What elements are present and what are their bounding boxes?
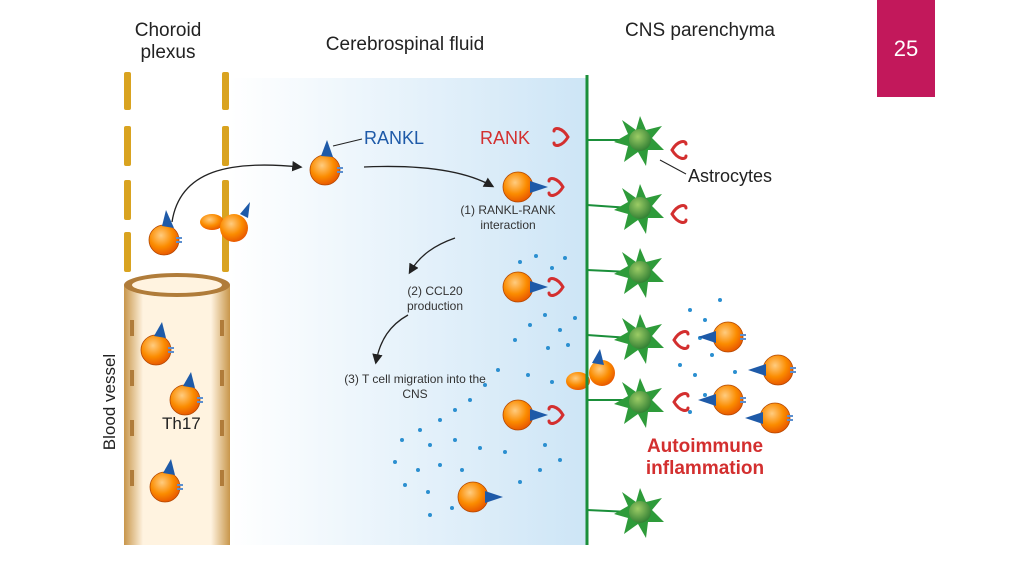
rank-receptor [670,140,688,160]
migrating-cell [566,349,615,390]
th17-cell [149,459,184,503]
astrocyte [614,248,664,298]
autoimmune-inflammation-label: Autoimmune inflammation [645,436,765,479]
astrocyte [614,488,664,538]
astrocyte [614,314,664,364]
astrocyte [614,116,664,166]
astrocytes-pointer [659,159,687,175]
astrocytes-label: Astrocytes [688,166,773,186]
th17-cell [457,481,503,513]
step-2-label: (2) CCL20 production [406,284,464,313]
cns-parenchyma-header: CNS parenchyma [625,20,775,41]
astrocyte [614,184,664,234]
rankl-expressing-cell [309,140,344,186]
th17-cell [745,402,794,434]
slide-number-badge: 25 [877,0,935,97]
th17-cell [698,321,747,353]
rankl-label: RANKL [364,128,425,148]
rank-receptor [670,204,688,224]
th17-cell [169,372,204,416]
choroid-plexus-header: Choroid plexus [134,20,202,63]
th17-label: Th17 [162,414,201,433]
rankl-pointer [332,138,363,147]
th17-cell [698,384,747,416]
blood-vessel-label: Blood vessel [100,353,119,451]
ccl20-dots [393,254,737,517]
th17-cell [502,171,548,203]
step-1-label: (1) RANKL-RANK interaction [460,203,556,232]
rank-receptor [672,330,690,350]
th17-cell [748,354,797,386]
astrocyte [614,378,664,428]
choroid-plexus-epithelium [124,72,229,272]
csf-header: Cerebrospinal fluid [325,34,485,55]
step-3-label: (3) T cell migration into the CNS [344,372,486,401]
step-arrow [372,314,409,365]
migration-arrow [171,161,303,223]
interaction-arrow [363,165,495,188]
th17-cell [502,271,548,303]
rank-receptor [672,392,690,412]
csf-region [230,78,587,545]
th17-cell [148,210,183,256]
th17-cell [502,399,548,431]
step-arrow [408,237,456,275]
blood-vessel [124,273,230,545]
migrating-cell [200,202,250,242]
th17-cell [140,322,175,366]
rank-label: RANK [480,128,531,148]
